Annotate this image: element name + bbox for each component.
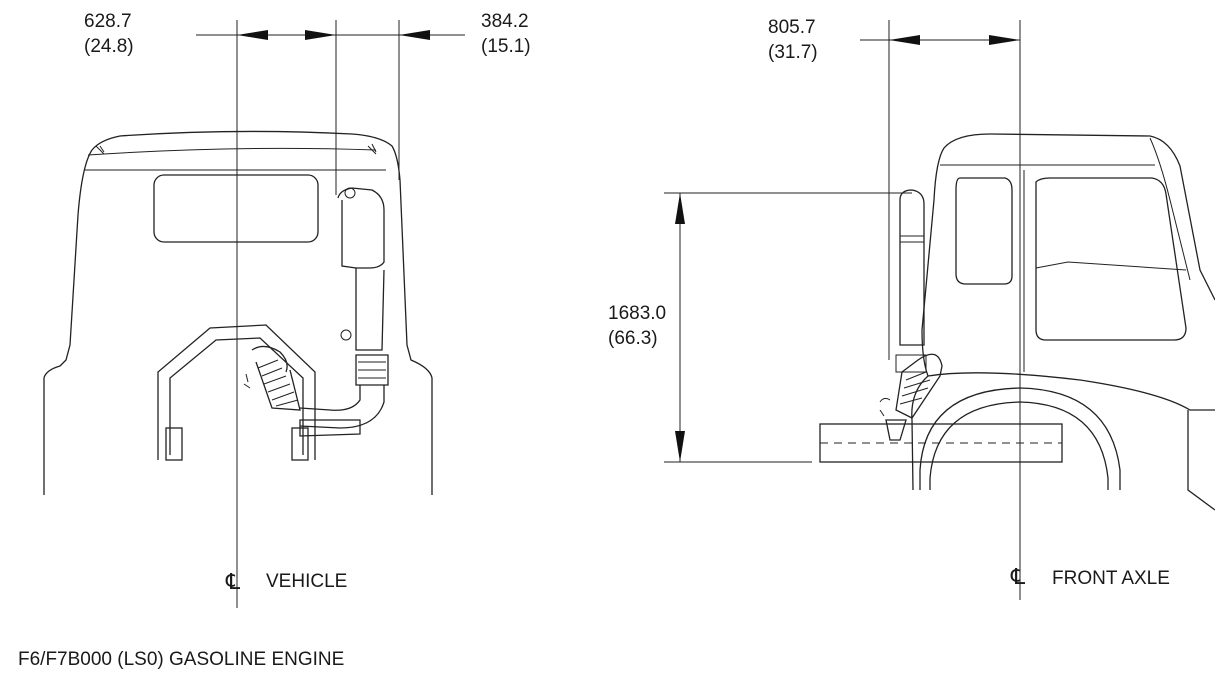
arrowhead [989,35,1020,45]
front-axle-label: FRONT AXLE [1052,568,1170,589]
intake-collar-ribs [358,361,386,379]
dim-top-in: (31.7) [768,42,818,63]
flex-hose-rear [251,345,301,411]
intake-cap [344,187,356,199]
roof-marker-left [95,145,105,155]
intake-elbow [299,385,361,411]
fender-line [927,372,1215,411]
rear-view-drawing: 628.7 (24.8) 384.2 (15.1) ℄ VEHICLE [43,11,531,608]
dim-top-mm: 805.7 [768,17,816,38]
vent-window [955,177,1013,285]
step-outline [1187,410,1215,511]
dim-height-mm: 1683.0 [608,303,666,324]
arrowhead [675,193,685,224]
intake-collar [355,354,389,386]
air-intake-stack [337,187,385,351]
intake-stack-left-edge [341,200,357,269]
hose-hidden-lines [243,373,251,389]
cab-rear-edge [1149,137,1191,281]
centerline-symbol: ℄ [225,569,241,594]
arrowhead [675,431,685,462]
side-view-drawing: 805.7 (31.7) 1683.0 (66.3) ℄ FRONT AXLE [608,17,1215,600]
dim-right-mm: 384.2 [481,11,529,32]
roof-edge-line [87,147,377,156]
door-window [1035,177,1187,341]
dim-left-in: (24.8) [84,36,134,57]
intake-elbow-outer [299,385,385,429]
dim-right-in: (15.1) [481,36,531,57]
intake-bracket [299,419,361,437]
arrowhead [399,30,430,40]
roof-marker-right [367,143,377,155]
wheel-arch-inner [929,401,1109,490]
dim-height-in: (66.3) [608,328,658,349]
frame-rail-left [165,427,183,461]
cab-rear-outline [43,130,433,495]
centerline-symbol: ℄ [1010,564,1026,589]
engine-tunnel-inner [169,337,304,455]
vehicle-label: VEHICLE [266,571,347,592]
cab-side-outline [911,133,1215,491]
dim-left-mm: 628.7 [84,11,132,32]
wheel-arch-outer [919,387,1121,490]
rear-window [153,174,319,243]
drawing-caption: F6/F7B000 (LS0) GASOLINE ENGINE [18,649,345,670]
air-intake-stack-side [899,189,925,346]
flex-hose-side [879,353,943,419]
arrowhead [305,30,336,40]
engine-tunnel-outline [157,324,316,460]
frame-rail-side [819,423,1063,463]
intake-bracket-side [885,419,907,441]
intake-clamp [340,329,352,341]
door-handle-line [1035,261,1187,271]
arrowhead [889,35,920,45]
intake-band-side [900,235,924,243]
arrowhead [237,30,268,40]
